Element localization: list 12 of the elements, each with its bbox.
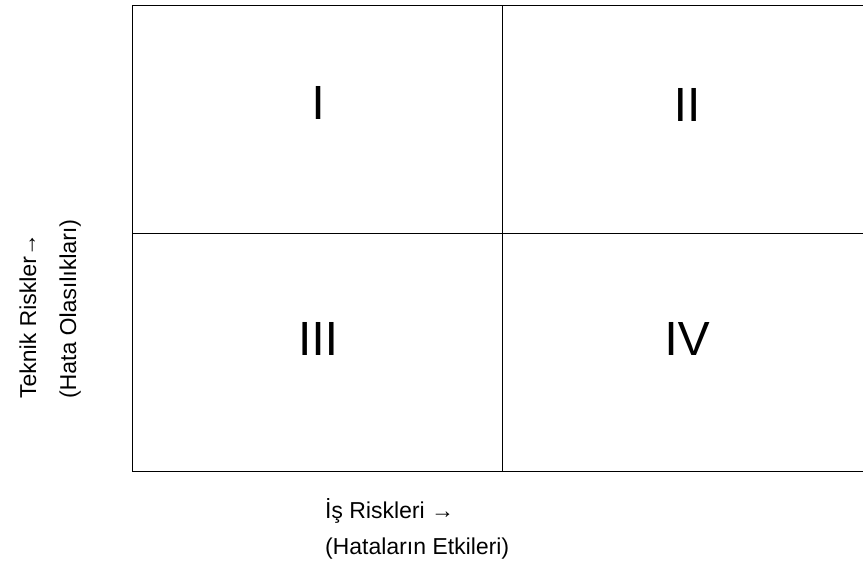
- quadrant-number: IV: [664, 314, 710, 366]
- quadrant-number: II: [674, 80, 700, 132]
- axis-label: (Hata Olasılıkları): [54, 219, 82, 398]
- quadrant-number: I: [311, 78, 325, 130]
- quadrant-box: [502, 5, 863, 235]
- axis-label: Teknik Riskler→: [14, 233, 42, 398]
- quadrant-box: [132, 233, 504, 472]
- quadrant-box: [132, 5, 504, 235]
- axis-label: İş Riskleri →: [325, 496, 454, 524]
- axis-label: (Hataların Etkileri): [325, 532, 510, 560]
- quadrant-number: III: [298, 314, 338, 366]
- quadrant-box: [502, 233, 863, 472]
